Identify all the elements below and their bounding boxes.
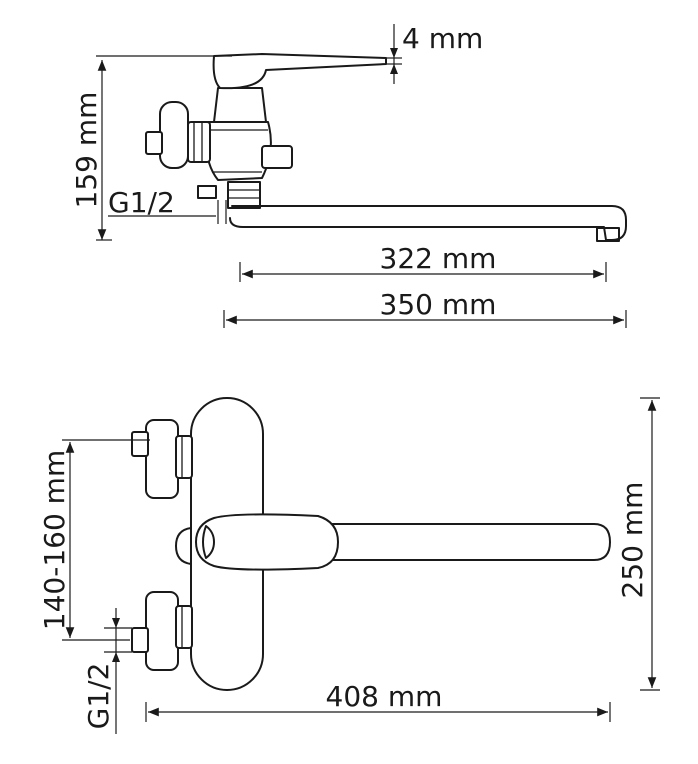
dim-side-thread: G1/2 [108,186,175,219]
diverter-stub [261,145,293,169]
lever [212,53,387,90]
front-view: 140-160 mm G1/2 250 mm 408 mm [38,397,660,734]
dim-front-height: 250 mm [616,482,649,599]
dim-lever-offset: 4 mm [402,22,483,55]
spout-collar [227,181,261,209]
inlet-pipe [197,185,217,199]
dim-center-distance: 140-160 mm [38,450,71,630]
diverter-front [175,527,192,565]
handwheel [159,101,189,169]
lever-front [195,513,339,571]
cartridge-neck [213,87,267,123]
handwheel-cap [145,131,163,155]
lower-handwheel [145,591,179,671]
spout-aerator [596,227,620,242]
side-view: 4 mm 159 mm G1/2 322 mm 350 mm [70,22,627,328]
spout-front [299,523,611,561]
dim-total-length: 350 mm [380,288,497,321]
upper-handwheel [145,419,179,499]
dim-spout-reach: 322 mm [380,242,497,275]
dim-side-height: 159 mm [70,92,103,209]
dim-front-width: 408 mm [326,680,443,713]
spout [229,205,627,241]
dim-front-thread: G1/2 [82,663,115,730]
eccentric-connector [187,121,211,163]
